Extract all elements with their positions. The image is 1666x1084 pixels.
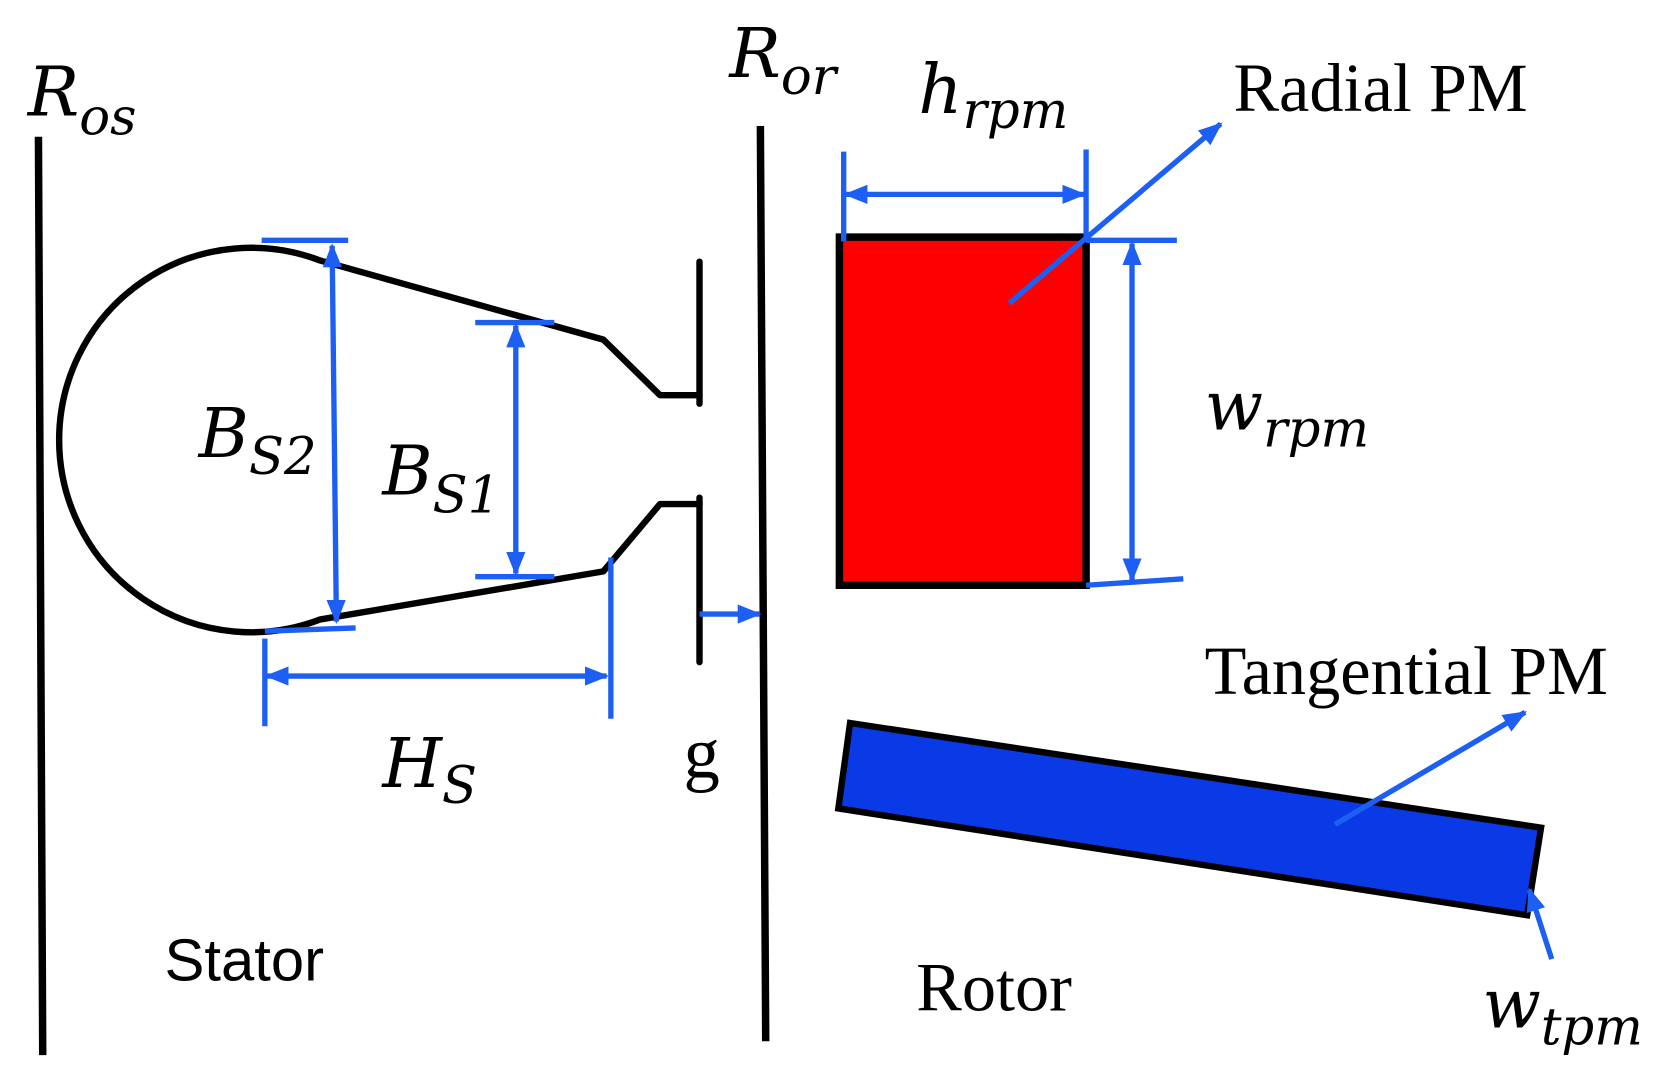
label-r-os-subscript: os (79, 88, 136, 148)
label-r-os: Ros (26, 53, 137, 147)
label-w-tpm: wtpm (1482, 965, 1643, 1057)
label-radial-pm: Radial PM (1233, 50, 1527, 126)
label-b-s1-subscript: S1 (433, 466, 501, 526)
bs1-dimension (475, 319, 555, 580)
stator-slot-outline (56, 244, 703, 636)
label-b-s1: BS1 (380, 432, 500, 525)
label-stator: Stator (164, 926, 324, 993)
label-rotor: Rotor (916, 949, 1072, 1025)
label-w-tpm-subscript: tpm (1541, 997, 1643, 1057)
label-h-s: HS (380, 725, 477, 816)
stator-slot (56, 244, 703, 666)
tangential-pm-pointer-arrow (1333, 710, 1528, 827)
label-w-rpm: wrpm (1205, 367, 1369, 459)
label-tangential-pm: Tangential PM (1205, 633, 1608, 709)
radial-pm-magnet (835, 233, 1090, 589)
label-g: g (683, 712, 719, 793)
wtpm-pointer-arrow (1526, 887, 1555, 960)
label-h-rpm-subscript: rpm (962, 81, 1068, 141)
bs2-arrow (322, 243, 346, 624)
tangential-pm-magnet (834, 719, 1545, 919)
label-r-or: Ror (727, 15, 839, 107)
label-r-or-symbol: R (727, 15, 780, 94)
label-r-os-symbol: R (26, 53, 79, 132)
label-h-s-subscript: S (442, 756, 477, 816)
label-w-tpm-symbol: w (1482, 965, 1541, 1044)
stator-outer-radius-line (34, 136, 47, 1056)
rotor-outer-radius-line (756, 126, 770, 1042)
radial-pm-pointer-arrow (1007, 121, 1223, 306)
label-h-s-symbol: H (380, 725, 443, 804)
bs2-bottom-tick (264, 625, 356, 634)
wrpm-dimension (1085, 237, 1184, 588)
label-w-rpm-symbol: w (1205, 367, 1264, 446)
label-b-s1-symbol: B (380, 432, 432, 511)
label-w-rpm-subscript: rpm (1263, 399, 1369, 459)
label-b-s2: BS2 (197, 395, 317, 487)
bs2-dimension (261, 237, 356, 634)
label-h-rpm: hrpm (918, 51, 1068, 141)
hs-dimension (262, 557, 614, 727)
label-b-s2-subscript: S2 (249, 427, 317, 487)
label-b-s2-symbol: B (197, 395, 249, 474)
label-h-rpm-symbol: h (918, 51, 962, 130)
hrpm-dimension (841, 149, 1089, 242)
label-r-or-subscript: or (781, 47, 840, 107)
